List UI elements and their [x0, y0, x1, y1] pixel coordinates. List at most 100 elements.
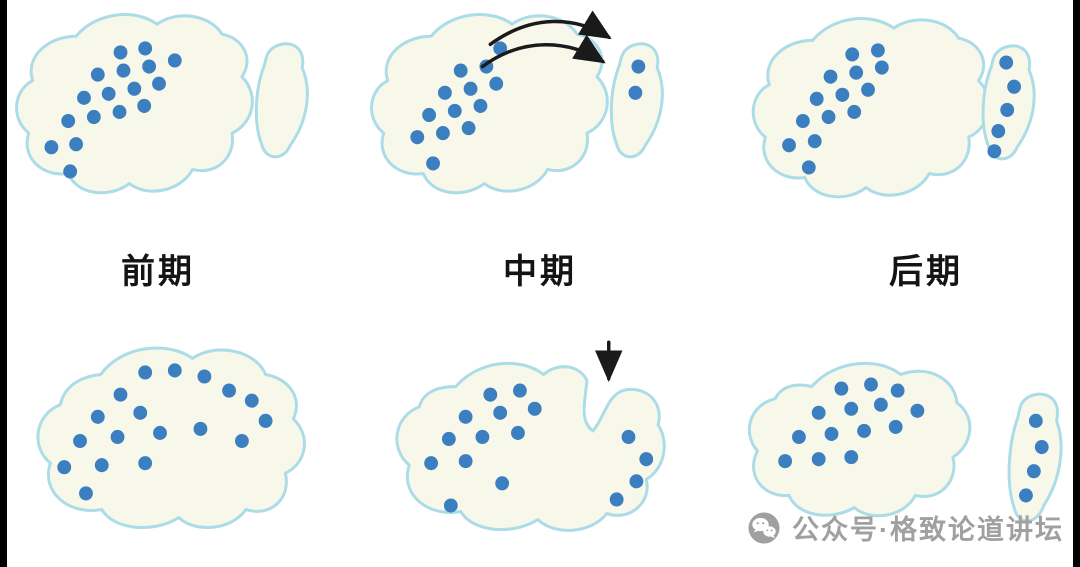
stage-label-middle: 中期 [503, 253, 577, 291]
individual-dot [438, 85, 453, 100]
individual-dot [874, 60, 889, 75]
wechat-icon [748, 512, 780, 543]
individual-dot [57, 460, 72, 475]
individual-dot [138, 41, 153, 56]
individual-dot [426, 156, 441, 171]
watermark: 公众号·格致论道讲坛 [746, 508, 1064, 547]
individual-dot [459, 409, 473, 424]
individual-dot [167, 53, 182, 68]
individual-dot [888, 419, 903, 434]
individual-dot [152, 76, 166, 91]
individual-dot [112, 104, 127, 119]
individual-dot [116, 63, 131, 78]
individual-dot [856, 423, 871, 438]
individual-dot [153, 425, 167, 440]
individual-dot [791, 429, 806, 445]
individual-dot [113, 387, 128, 402]
individual-dot [222, 383, 236, 398]
blob-group [36, 346, 306, 530]
individual-dot [528, 401, 542, 416]
individual-dot [63, 164, 78, 179]
individual-dot [999, 102, 1014, 117]
diagram-bottom-middle [395, 340, 667, 532]
individual-dot [454, 63, 468, 78]
individual-dot [101, 86, 116, 101]
individual-dot [463, 81, 478, 96]
individual-dot [61, 113, 76, 129]
individual-dot [777, 454, 792, 469]
individual-dot [863, 377, 878, 392]
individual-dot [138, 456, 153, 471]
dot-group [44, 41, 182, 179]
panel-bottom-late [718, 314, 1073, 567]
stage-label-late: 后期 [889, 253, 963, 291]
individual-dot [193, 421, 208, 436]
dot-group [781, 43, 889, 175]
individual-dot [44, 140, 59, 155]
individual-dot [473, 98, 488, 113]
individual-dot [513, 383, 528, 398]
diagram-top-early [15, 12, 309, 195]
individual-dot [1034, 439, 1049, 455]
large-population-blob [751, 17, 991, 199]
individual-dot [610, 492, 624, 507]
individual-dot [448, 103, 463, 118]
individual-dot [235, 433, 249, 449]
dot-group [1018, 413, 1049, 503]
individual-dot [489, 76, 504, 91]
individual-dot [807, 134, 822, 149]
individual-dot [133, 405, 148, 420]
panel-top-late [718, 4, 1073, 234]
individual-dot [811, 405, 826, 420]
dividing-population-blob [395, 361, 667, 532]
individual-dot [991, 124, 1005, 139]
dot-group [628, 59, 646, 100]
individual-dot [90, 409, 105, 424]
individual-dot [113, 45, 128, 60]
panel-bottom-middle [362, 314, 717, 567]
panel-bottom-early [7, 314, 362, 567]
individual-dot [79, 486, 93, 501]
individual-dot [987, 144, 1001, 159]
panel-top-middle [362, 4, 717, 234]
dot-group [410, 41, 508, 171]
individual-dot [860, 82, 875, 97]
individual-dot [459, 454, 473, 469]
individual-dot [824, 426, 839, 442]
large-population-blob [747, 361, 971, 518]
large-blob-group [751, 17, 991, 199]
individual-dot [628, 85, 643, 100]
diagram-top-late [751, 17, 1036, 199]
right-black-edge [1073, 0, 1080, 567]
individual-dot [998, 55, 1013, 70]
individual-dot [639, 452, 654, 467]
migration-arrow [488, 10, 613, 47]
individual-dot [823, 69, 838, 84]
individual-dot [77, 90, 91, 105]
individual-dot [848, 65, 863, 80]
stage-labels-row: 前期 中期 后期 [0, 244, 1080, 304]
dot-group [57, 363, 273, 501]
individual-dot [94, 458, 109, 473]
individual-dot [495, 476, 510, 491]
individual-dot [73, 433, 87, 449]
individual-dot [795, 113, 810, 129]
individual-dot [1026, 464, 1041, 479]
individual-dot [809, 91, 824, 106]
diagram-bottom-early [36, 346, 306, 530]
small-blob-group [981, 44, 1036, 161]
individual-dot [197, 369, 212, 384]
individual-dot [843, 401, 858, 416]
migration-arrow [481, 34, 607, 69]
individual-dot [835, 87, 849, 102]
left-black-edge [0, 0, 7, 567]
small-population-blob [610, 42, 665, 159]
individual-dot [1018, 488, 1033, 503]
stage-label-early: 前期 [121, 253, 195, 291]
panel-top-early [7, 4, 362, 234]
individual-dot [69, 137, 84, 152]
individual-dot [631, 59, 646, 74]
large-population-blob [370, 12, 610, 195]
large-population-blob [15, 12, 254, 195]
individual-dot [493, 41, 508, 56]
